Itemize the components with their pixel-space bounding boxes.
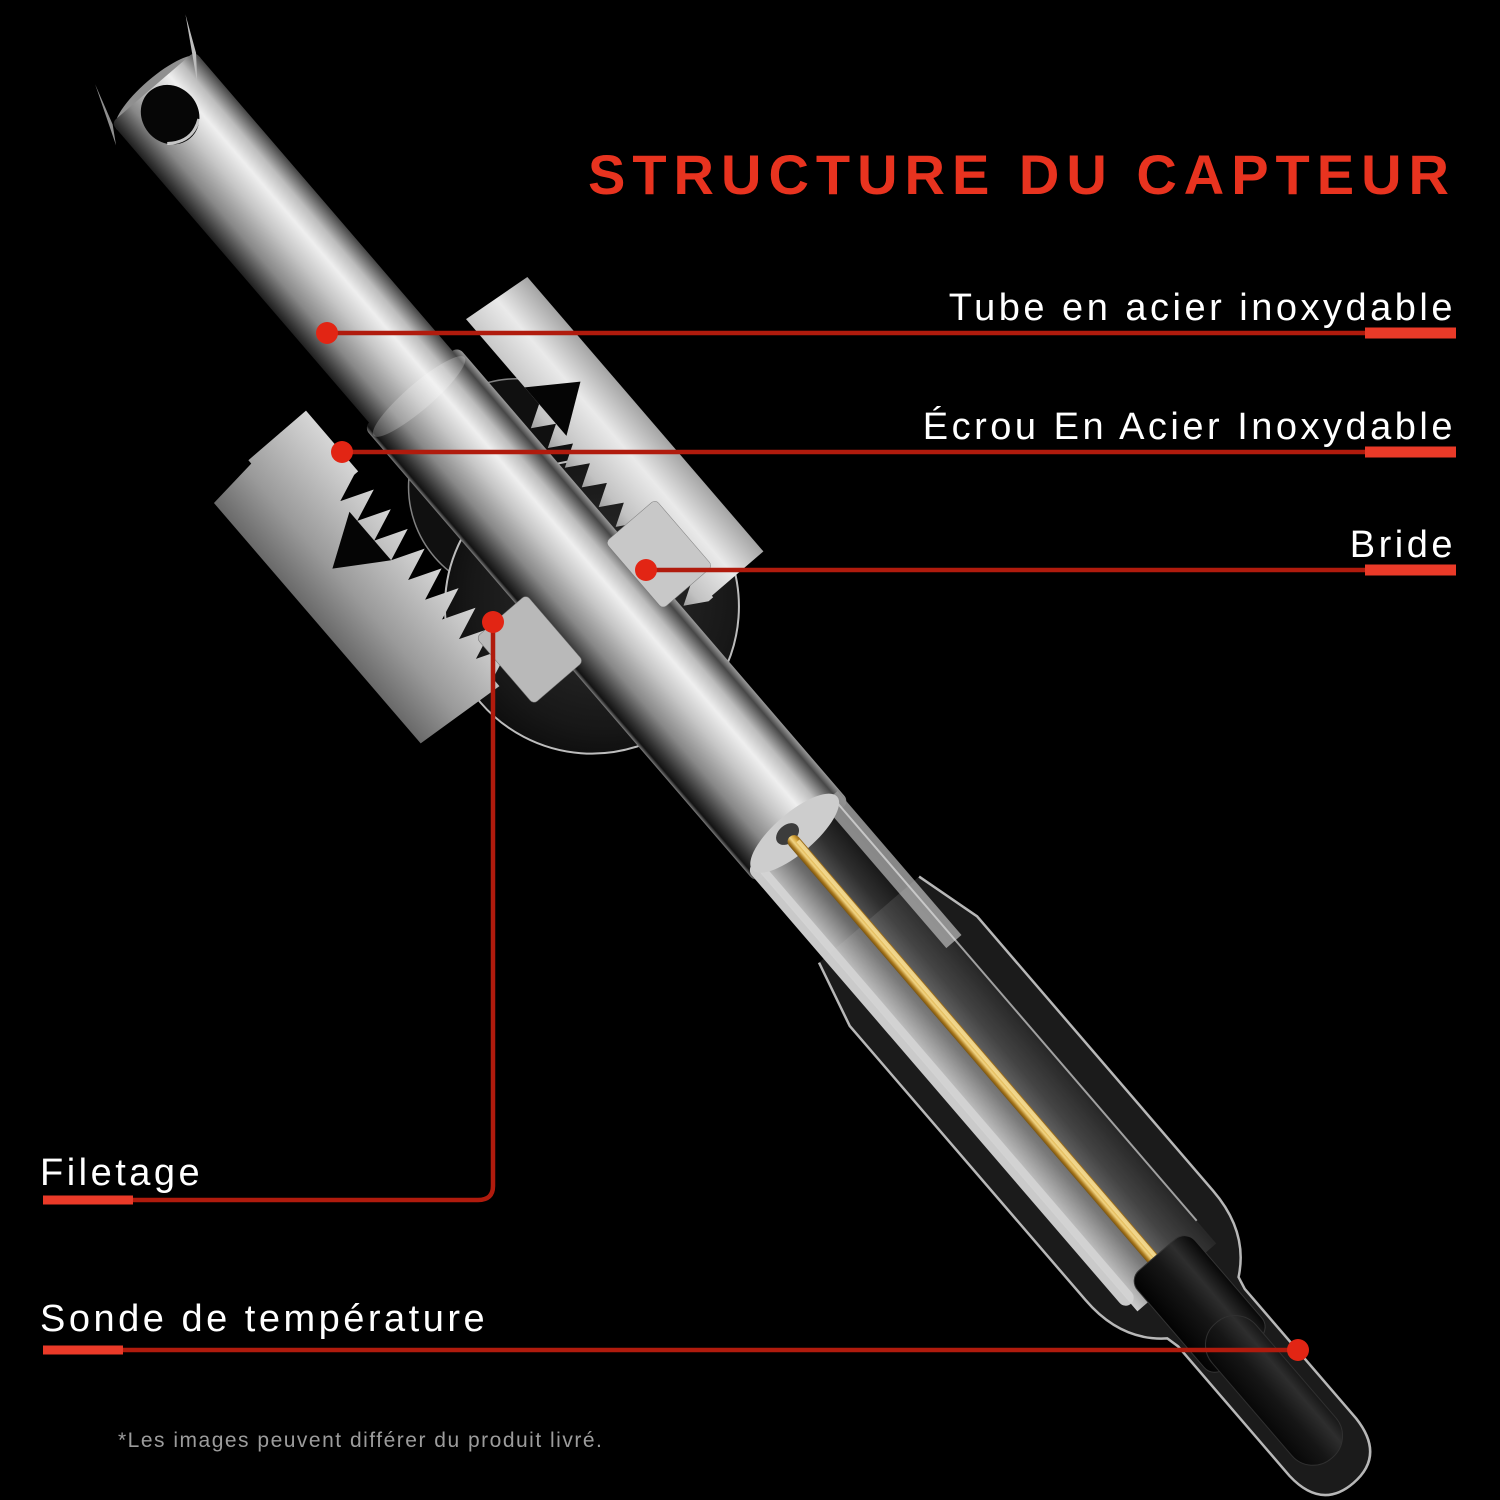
nut-lower-half (213, 410, 510, 744)
gold-wire-highlight (796, 839, 1183, 1288)
tip-notch (140, 84, 200, 145)
nut-upper-body (466, 276, 764, 600)
callout-dots (316, 322, 1309, 1361)
callout-label-filetage: Filetage (40, 1152, 204, 1194)
tube-middle-section (366, 349, 847, 880)
thread-teeth-lower (320, 469, 510, 682)
callout-lines (43, 330, 1456, 1353)
callout-highlights (43, 327, 1456, 1355)
callout-highlight-bride (1365, 564, 1456, 576)
cut-edge-top (830, 795, 1198, 1222)
callout-label-bride: Bride (1349, 524, 1456, 566)
outer-shell-outline (817, 875, 1372, 1497)
nut-lower-notch (332, 511, 392, 569)
cut-edge-bottom (749, 862, 1134, 1306)
tip-prong-upper (185, 14, 198, 84)
sensing-tip (1133, 1235, 1344, 1466)
callout-label-tube: Tube en acier inoxydable (948, 287, 1456, 329)
page-title: STRUCTURE DU CAPTEUR (588, 143, 1456, 206)
callout-dot-ecrou (331, 441, 353, 463)
tip-cylinder (1204, 1314, 1344, 1466)
tube-joint-highlight (372, 356, 466, 437)
footnote: *Les images peuvent différer du produit … (118, 1429, 604, 1452)
nut-upper-notch (524, 381, 581, 436)
callout-dot-sonde (1287, 1339, 1309, 1361)
callout-dot-tube (316, 322, 338, 344)
flange-hub-upper (607, 501, 711, 608)
callout-highlight-sonde (43, 1345, 123, 1355)
far-wall-strip (822, 791, 962, 949)
callout-label-sonde: Sonde de température (40, 1298, 489, 1340)
tube-upper-section (113, 53, 463, 436)
tip-notch-rim (167, 118, 201, 146)
gold-wire (787, 835, 1189, 1300)
nut-lower-body (213, 432, 500, 744)
callout-dot-bride (635, 559, 657, 581)
callout-highlight-tube (1365, 327, 1456, 339)
callout-label-ecrou: Écrou En Acier Inoxydable (922, 406, 1456, 448)
callout-dot-filetage (482, 611, 504, 633)
callout-highlight-filetage (43, 1195, 133, 1205)
callout-highlight-ecrou (1365, 446, 1456, 458)
callout-line-filetage (43, 622, 496, 1203)
